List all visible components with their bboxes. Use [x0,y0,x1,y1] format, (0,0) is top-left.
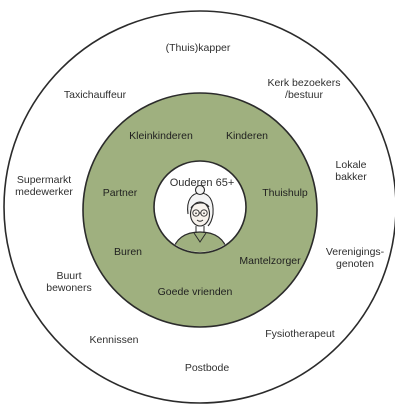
outer-ring-label-kennissen: Kennissen [89,334,138,346]
inner-ring-label-kinderen: Kinderen [225,130,269,142]
outer-ring-label-verenigingsgenoten: Verenigings- genoten [326,246,384,270]
label-line: Lokale [335,159,367,171]
outer-ring-label-supermarkt: Supermarkt medewerker [15,174,73,198]
label-line: Postbode [184,362,230,374]
inner-ring-label-kleinkinderen: Kleinkinderen [129,130,193,142]
label-line: Kennissen [89,334,139,346]
outer-ring-label-thuiskapper: (Thuis)kapper [166,42,231,54]
inner-ring-label-goede-vrienden: Goede vrienden [157,286,233,298]
outer-ring-label-lokale-bakker: Lokale bakker [335,159,367,183]
label-line: Taxichauffeur [63,89,127,101]
label-line: medewerker [15,186,73,198]
inner-ring-label-thuishulp: Thuishulp [262,187,308,199]
center-label: Ouderen 65+ [169,177,235,189]
label-line: Verenigings- [325,246,385,258]
label-line: Fysiotherapeut [265,328,335,340]
label-line: (Thuis)kapper [165,42,231,54]
inner-ring-label-partner: Partner [102,187,138,199]
label-line: bewoners [46,282,92,294]
label-line: Kerk bezoekers [267,77,341,89]
outer-ring-label-taxichauffeur: Taxichauffeur [64,89,126,101]
inner-ring-label-mantelzorger: Mantelzorger [239,255,301,267]
label-line: /bestuur [285,89,323,101]
outer-ring-label-postbode: Postbode [185,362,229,374]
label-line: Supermarkt [16,174,72,186]
outer-ring-label-fysiotherapeut: Fysiotherapeut [265,328,334,340]
label-line: bakker [335,171,367,183]
label-line: Buurt [56,270,82,282]
label-line: genoten [336,258,374,270]
outer-ring-label-kerk: Kerk bezoekers /bestuur [268,77,341,101]
inner-ring-label-buren: Buren [113,246,143,258]
outer-ring-label-buurtbewoners: Buurt bewoners [46,270,92,294]
